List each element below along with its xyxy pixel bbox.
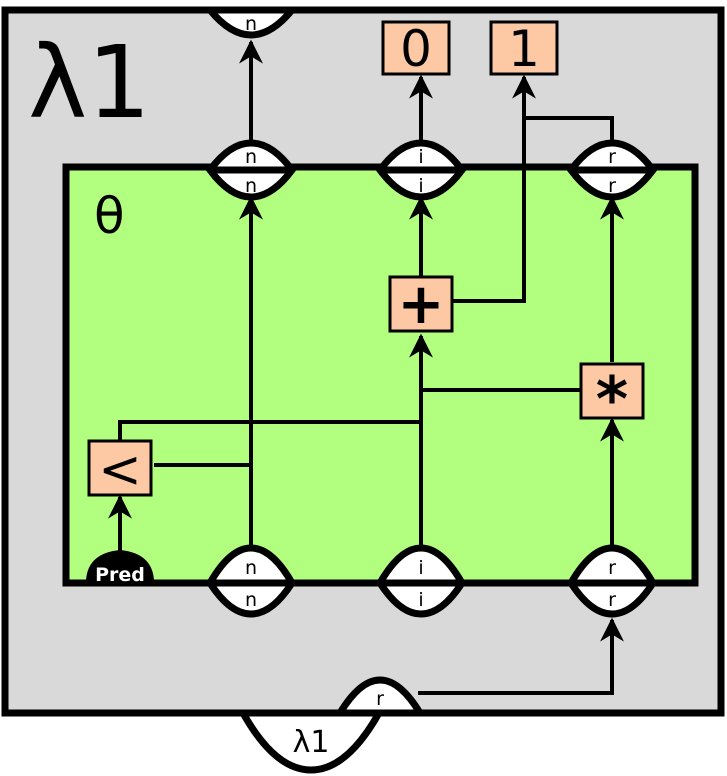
wire-plus-to-one <box>453 74 536 303</box>
loop-port-top-i-inner-label: i <box>418 175 423 197</box>
loop-port-bottom-n-outer-label: n <box>245 589 257 611</box>
times-operator-label: * <box>596 363 628 436</box>
loop-port-top-i[interactable]: i i <box>375 139 467 201</box>
less-than-operator[interactable]: < <box>87 439 153 500</box>
loop-port-top-i-outer-label: i <box>418 146 423 168</box>
wire-outer-r-in <box>418 617 624 695</box>
constant-one-label: 1 <box>508 20 540 78</box>
loop-port-bottom-r-inner-label: r <box>608 557 616 579</box>
constant-one[interactable]: 1 <box>489 20 559 78</box>
loop-port-bottom-n-inner-label: n <box>245 557 257 579</box>
loop-port-bottom-n[interactable]: n n <box>205 544 297 618</box>
constant-zero[interactable]: 0 <box>381 20 451 78</box>
pred-port-label: Pred <box>95 564 145 586</box>
loop-port-bottom-i[interactable]: i i <box>375 544 467 618</box>
loop-port-bottom-r-outer-label: r <box>608 589 616 611</box>
pred-port[interactable]: Pred <box>86 550 154 586</box>
loop-port-bottom-r[interactable]: r r <box>566 544 658 618</box>
top-output-port[interactable]: n <box>202 6 300 39</box>
inner-block-label: θ <box>94 187 125 245</box>
constant-zero-label: 0 <box>400 20 432 78</box>
loop-port-top-r[interactable]: r r <box>566 139 658 201</box>
loop-port-top-r-outer-label: r <box>608 146 616 168</box>
loop-port-bottom-i-inner-label: i <box>418 557 423 579</box>
plus-operator[interactable]: + <box>388 272 454 337</box>
loop-port-top-n-outer-label: n <box>245 146 257 168</box>
bottom-input-port-label: λ1 <box>293 725 330 760</box>
plus-operator-label: + <box>398 272 445 337</box>
loop-port-top-n-inner-label: n <box>245 175 257 197</box>
times-operator[interactable]: * <box>579 362 645 436</box>
loop-port-top-n[interactable]: n n <box>205 139 297 201</box>
outer-input-port[interactable]: r <box>333 676 427 717</box>
outer-block-label: λ1 <box>28 24 151 141</box>
less-than-operator-label: < <box>98 440 142 500</box>
wire-r-to-one <box>524 116 614 143</box>
wire-i-to-less <box>118 420 421 440</box>
loop-port-bottom-i-outer-label: i <box>418 589 423 611</box>
top-output-port-label: n <box>245 13 257 35</box>
outer-input-port-label: r <box>376 688 384 710</box>
bottom-input-port[interactable]: λ1 <box>237 709 385 774</box>
loop-port-top-r-inner-label: r <box>608 175 616 197</box>
